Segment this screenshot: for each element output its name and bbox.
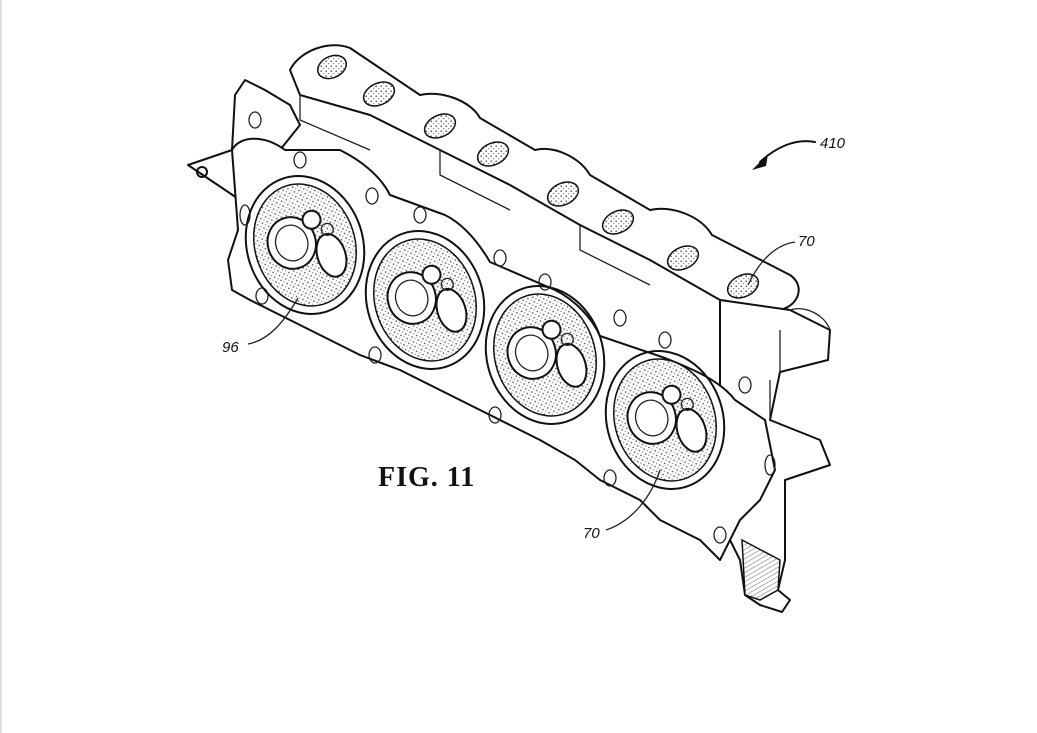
ref-70-upper: 70 <box>747 233 815 286</box>
cylinder-head <box>187 44 831 613</box>
ref-numeral-70-lower: 70 <box>583 525 600 542</box>
leader-line-410 <box>759 140 816 163</box>
ref-96: 96 <box>222 297 299 356</box>
ref-numeral-410: 410 <box>820 135 846 152</box>
leader-line-70-upper <box>747 241 796 286</box>
combustion-chamber-2 <box>364 230 486 370</box>
arrowhead-410 <box>752 154 768 170</box>
ref-numeral-96: 96 <box>222 339 239 356</box>
figure-caption: FIG. 11 <box>378 462 475 493</box>
combustion-chamber-1 <box>244 175 366 315</box>
leader-line-96 <box>247 297 299 345</box>
ref-numeral-70-upper: 70 <box>798 233 815 250</box>
port-flanges-top <box>289 44 800 330</box>
combustion-chamber-3 <box>484 285 606 425</box>
ref-70-lower: 70 <box>583 469 661 542</box>
combustion-chamber-4 <box>604 350 726 490</box>
leader-line-70-lower <box>605 469 661 531</box>
ref-410: 410 <box>752 135 846 170</box>
bolt-holes <box>239 111 776 544</box>
